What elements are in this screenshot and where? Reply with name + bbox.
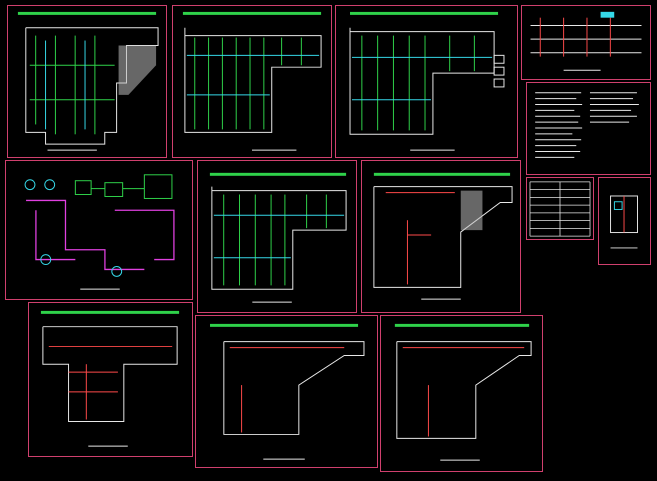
sheet-floor-plan-5[interactable] — [361, 160, 521, 313]
riser-drawing — [530, 11, 642, 71]
sheet-system-schematic[interactable] — [5, 160, 193, 300]
detail-drawing — [610, 195, 638, 249]
floor-plan-drawing — [17, 11, 159, 151]
floor-plan-drawing — [373, 172, 513, 300]
sheet-floor-plan-2[interactable] — [172, 5, 332, 158]
table-grid — [529, 181, 591, 237]
sheet-floor-plan-6[interactable] — [28, 302, 193, 457]
sheet-floor-plan-4[interactable] — [197, 160, 357, 313]
floor-plan-drawing — [210, 323, 365, 460]
schematic-drawing — [24, 174, 175, 290]
sheet-detail-small[interactable] — [598, 177, 651, 265]
floor-plan-drawing — [349, 11, 505, 151]
sheet-riser-diagram[interactable] — [521, 5, 651, 80]
floor-plan-drawing — [40, 310, 180, 447]
floor-plan-drawing — [182, 11, 322, 151]
floor-plan-drawing — [394, 323, 532, 461]
sheet-floor-plan-8[interactable] — [380, 315, 543, 472]
floor-plan-drawing — [209, 172, 347, 303]
sheet-equipment-table[interactable] — [526, 177, 594, 240]
sheet-floor-plan-7[interactable] — [195, 315, 378, 468]
sheet-design-notes[interactable] — [526, 82, 651, 175]
notes-text-block — [535, 92, 639, 158]
sheet-floor-plan-3[interactable] — [335, 5, 518, 158]
sheet-floor-plan-basement-1[interactable] — [7, 5, 167, 158]
